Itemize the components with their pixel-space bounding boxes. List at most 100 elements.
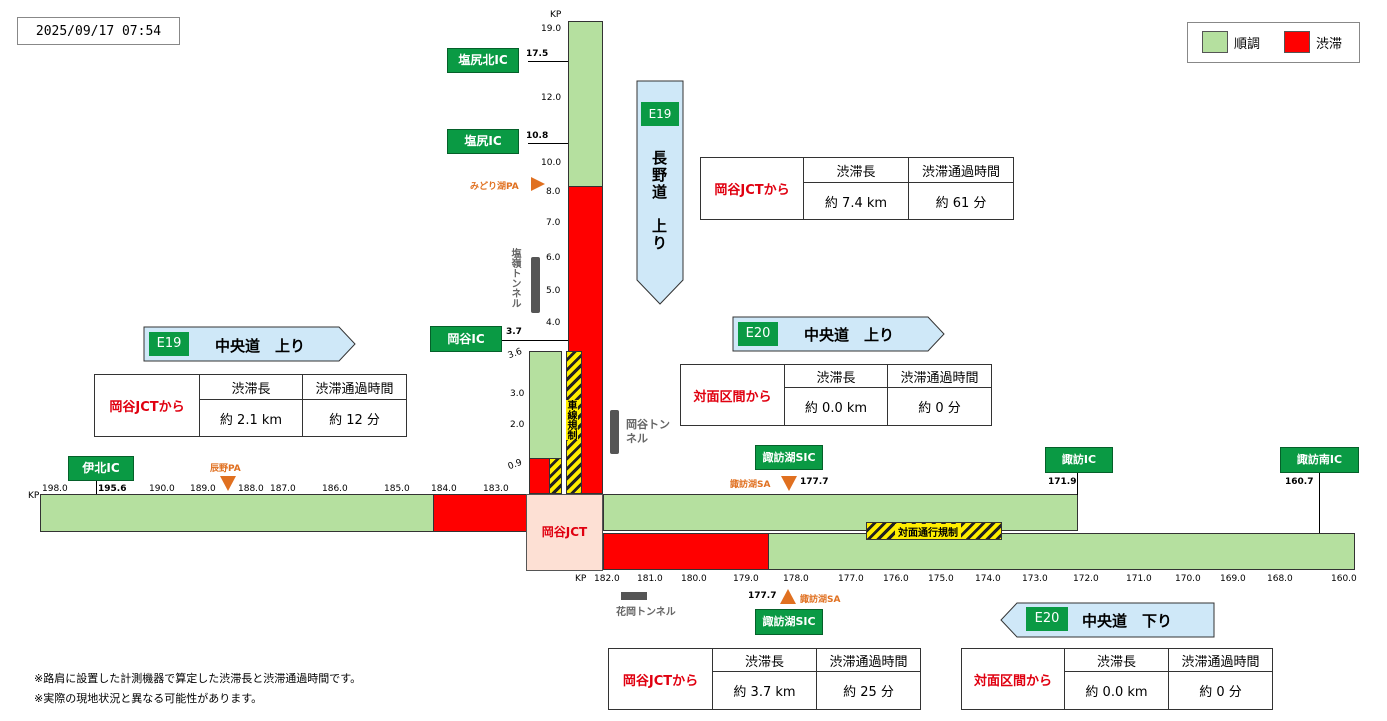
kp-183: 183.0 [483,484,509,494]
kp-7-0: 7.0 [546,218,561,228]
tunnel-okaya-label: 岡谷トンネル [626,418,670,445]
chuo-up-east-smooth-segment[interactable] [603,494,1078,531]
okaya-down-smooth-segment[interactable] [529,351,562,459]
e19-chuo-up-name: 中央道 上り [215,337,306,355]
okaya-down-len: 約 3.7 km [712,671,817,710]
ic-suwa-south[interactable]: 諏訪南IC [1280,447,1359,473]
okaya-down-table: 岡谷JCTから 渋滞長 渋滞通過時間 約 3.7 km 約 25 分 [608,648,921,710]
note-2: ※実際の現地状況と異なる可能性があります。 [34,692,263,705]
kp-2-0: 2.0 [510,420,525,430]
e20-chuo-up-table: 対面区間から 渋滞長 渋滞通過時間 約 0.0 km 約 0 分 [680,364,992,426]
okaya-jct[interactable]: 岡谷JCT [526,494,603,571]
tunnel-shiomine-icon [531,257,540,313]
nagano-route-number: E19 [641,102,679,126]
kp-3-0: 3.0 [510,389,525,399]
legend-smooth-label: 順調 [1234,37,1261,52]
nagano-up-len-header: 渋滞長 [803,157,909,183]
pa-midoriko-icon[interactable] [531,177,545,191]
ic-ihoku[interactable]: 伊北IC [68,456,134,481]
nagano-up-table: 岡谷JCTから 渋滞長 渋滞通過時間 約 7.4 km 約 61 分 [700,157,1014,220]
kp-4-0: 4.0 [546,318,561,328]
tunnel-hanaoka-icon [621,592,647,600]
e19-chuo-up-from: 岡谷JCTから [94,374,200,437]
kp-173: 173.0 [1022,574,1048,584]
kp-178: 178.0 [783,574,809,584]
kp-10-8: 10.8 [526,131,549,141]
sa-suwako-up-icon[interactable] [781,476,797,491]
kp-180: 180.0 [681,574,707,584]
pa-midoriko-label: みどり湖PA [470,182,519,192]
okaya-down-lane-regulation[interactable] [549,458,562,494]
e20-chuo-up-time-header: 渋滞通過時間 [887,364,992,388]
okaya-down-time-header: 渋滞通過時間 [816,648,921,672]
e20-chuo-down-from: 対面区間から [961,648,1065,710]
kp-172: 172.0 [1073,574,1099,584]
e20-chuo-down-table: 対面区間から 渋滞長 渋滞通過時間 約 0.0 km 約 0 分 [961,648,1273,710]
nagano-smooth-segment[interactable] [568,21,603,187]
kp-suwa-south: 160.7 [1285,477,1314,487]
e19-chuo-up-len-header: 渋滞長 [199,374,303,400]
nagano-up-len: 約 7.4 km [803,182,909,220]
okaya-down-time: 約 25 分 [816,671,921,710]
kp-189: 189.0 [190,484,216,494]
e20-chuo-up-route: E20 [738,322,778,346]
ic-shiojiri[interactable]: 塩尻IC [447,129,519,154]
e20-chuo-down-route: E20 [1026,607,1068,631]
tunnel-hanaoka-label: 花岡トンネル [616,607,676,618]
e19-chuo-up-time: 約 12 分 [302,399,407,437]
kp-179: 179.0 [733,574,759,584]
ic-suwa[interactable]: 諏訪IC [1045,447,1113,473]
e20-chuo-up-from: 対面区間から [680,364,785,426]
legend-jam-label: 渋滞 [1316,37,1343,52]
kp-169: 169.0 [1220,574,1246,584]
chuo-up-west-smooth-segment[interactable] [40,494,434,532]
kp-0-9: 0.9 [506,457,524,473]
e20-chuo-up-len-header: 渋滞長 [784,364,888,388]
ic-suwako-sic-up[interactable]: 諏訪湖SIC [755,445,823,470]
kp-vertical-label: KP [550,10,562,20]
note-1: ※路肩に設置した計測機器で算定した渋滞長と渋滞通過時間です。 [34,672,362,685]
nagano-up-time-header: 渋滞通過時間 [908,157,1014,183]
kp-198: 198.0 [42,484,68,494]
kp-176: 176.0 [883,574,909,584]
kp-188: 188.0 [238,484,264,494]
kp-168: 168.0 [1267,574,1293,584]
sa-suwako-down-label: 諏訪湖SA [800,595,841,605]
kp-17-5: 17.5 [526,49,549,59]
ic-shiojiri-north[interactable]: 塩尻北IC [447,48,519,73]
tunnel-shiomine-label: 塩嶺トンネル [509,248,520,308]
okaya-down-len-header: 渋滞長 [712,648,817,672]
e20-chuo-down-len-header: 渋滞長 [1064,648,1169,672]
okaya-down-from: 岡谷JCTから [608,648,713,710]
kp-8-0: 8.0 [546,187,561,197]
kp-186: 186.0 [322,484,348,494]
e20-chuo-up-sign [732,316,945,352]
kp-171: 171.0 [1126,574,1152,584]
nagano-up-from: 岡谷JCTから [700,157,804,220]
pa-tatsuno-icon[interactable] [220,476,236,491]
kp-181: 181.0 [637,574,663,584]
chuo-down-jam-segment[interactable] [603,533,769,570]
e19-chuo-up-table: 岡谷JCTから 渋滞長 渋滞通過時間 約 2.1 km 約 12 分 [94,374,407,437]
sa-suwako-down-icon[interactable] [780,589,796,604]
kp-160: 160.0 [1331,574,1357,584]
nagano-route-name: 長野道 上り [650,150,668,252]
kp-175: 175.0 [928,574,954,584]
kp-sa-up: 177.7 [800,477,829,487]
kp-3-6: 3.6 [506,346,524,362]
kp-182: 182.0 [594,574,620,584]
kp-170: 170.0 [1175,574,1201,584]
kp-sa-down: 177.7 [748,591,777,601]
kp-west-label: KP [28,491,40,501]
e20-chuo-up-len: 約 0.0 km [784,387,888,426]
ic-okaya[interactable]: 岡谷IC [430,326,502,352]
legend-smooth-swatch [1202,31,1228,53]
chuo-up-west-jam-segment[interactable] [433,494,527,532]
e20-chuo-down-name: 中央道 下り [1082,612,1173,630]
e20-chuo-down-time-header: 渋滞通過時間 [1168,648,1273,672]
chuo-down-smooth-segment[interactable] [768,533,1355,570]
kp-12-0: 12.0 [541,93,562,103]
face-to-face-label: 対面通行規制 [895,524,961,539]
ic-suwako-sic-down[interactable]: 諏訪湖SIC [755,609,823,635]
legend-jam-swatch [1284,31,1310,53]
